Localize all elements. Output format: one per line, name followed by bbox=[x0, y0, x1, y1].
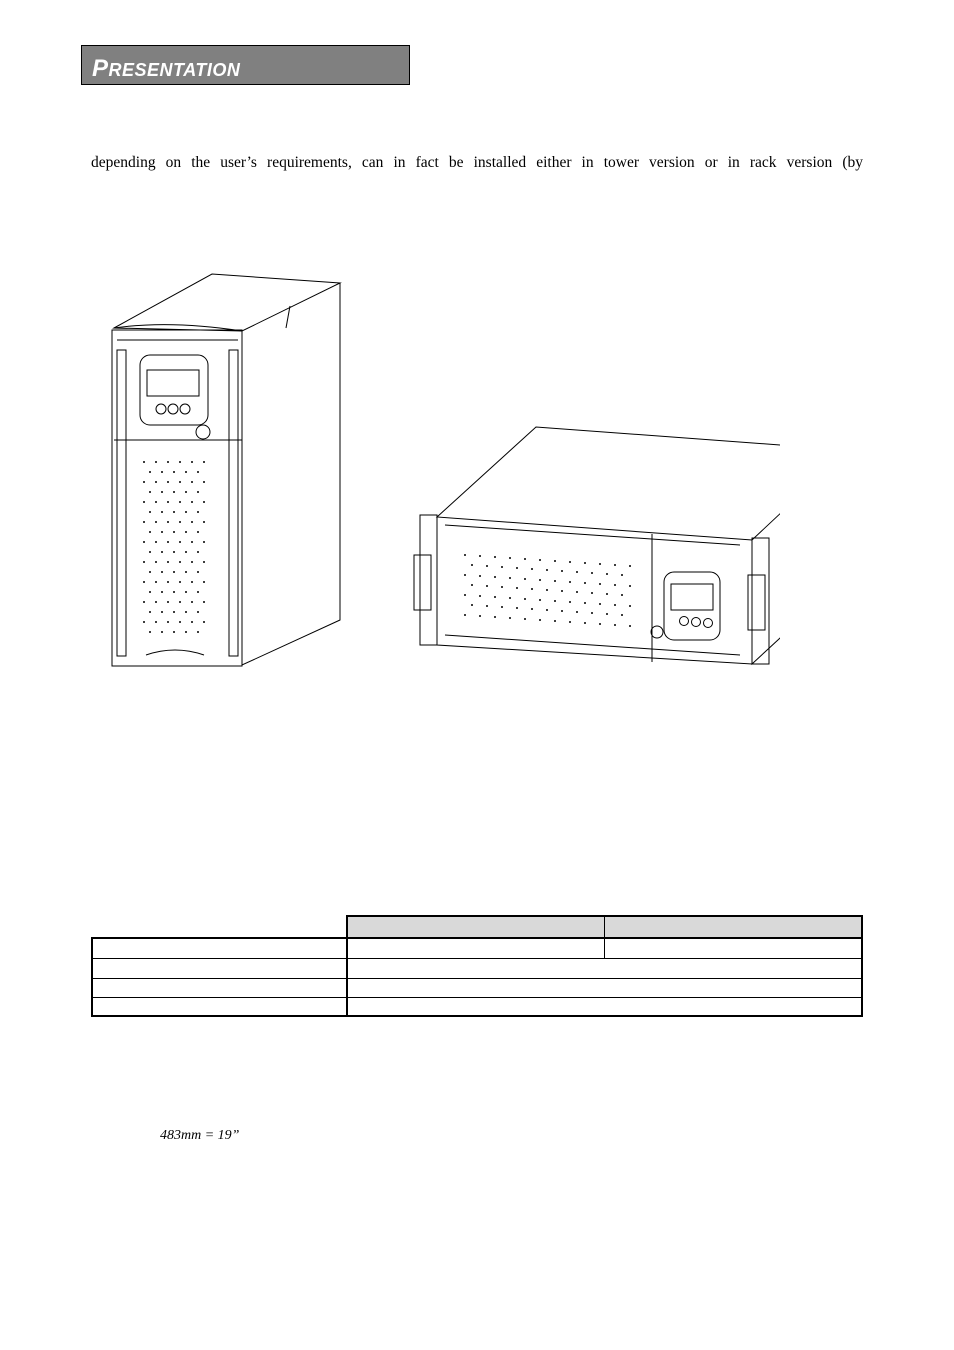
section-header: Presentation bbox=[81, 45, 410, 85]
table-row bbox=[91, 979, 863, 998]
table-cell bbox=[604, 937, 861, 959]
table-header-cell bbox=[604, 915, 863, 939]
table-row bbox=[91, 937, 863, 959]
table-header-cell bbox=[346, 915, 604, 939]
specifications-table bbox=[91, 915, 863, 1017]
section-title-initial: P bbox=[92, 55, 109, 82]
table-cell bbox=[93, 939, 345, 959]
table-cell bbox=[346, 959, 861, 979]
section-title-rest: resentation bbox=[108, 60, 241, 80]
body-paragraph: depending on the user’s requirements, ca… bbox=[91, 154, 863, 171]
ups-tower-drawing bbox=[111, 273, 342, 667]
table-body-frame bbox=[91, 937, 863, 1017]
table-cell bbox=[346, 979, 861, 998]
section-title: Presentation bbox=[92, 55, 240, 83]
table-cell bbox=[346, 998, 861, 1015]
table-cell bbox=[346, 937, 604, 959]
ups-illustrations bbox=[111, 273, 780, 667]
ups-rack-drawing bbox=[413, 426, 780, 666]
table-header-cell-empty bbox=[91, 915, 346, 939]
table-row bbox=[91, 959, 863, 979]
dimension-note: 483mm = 19” bbox=[160, 1128, 240, 1143]
